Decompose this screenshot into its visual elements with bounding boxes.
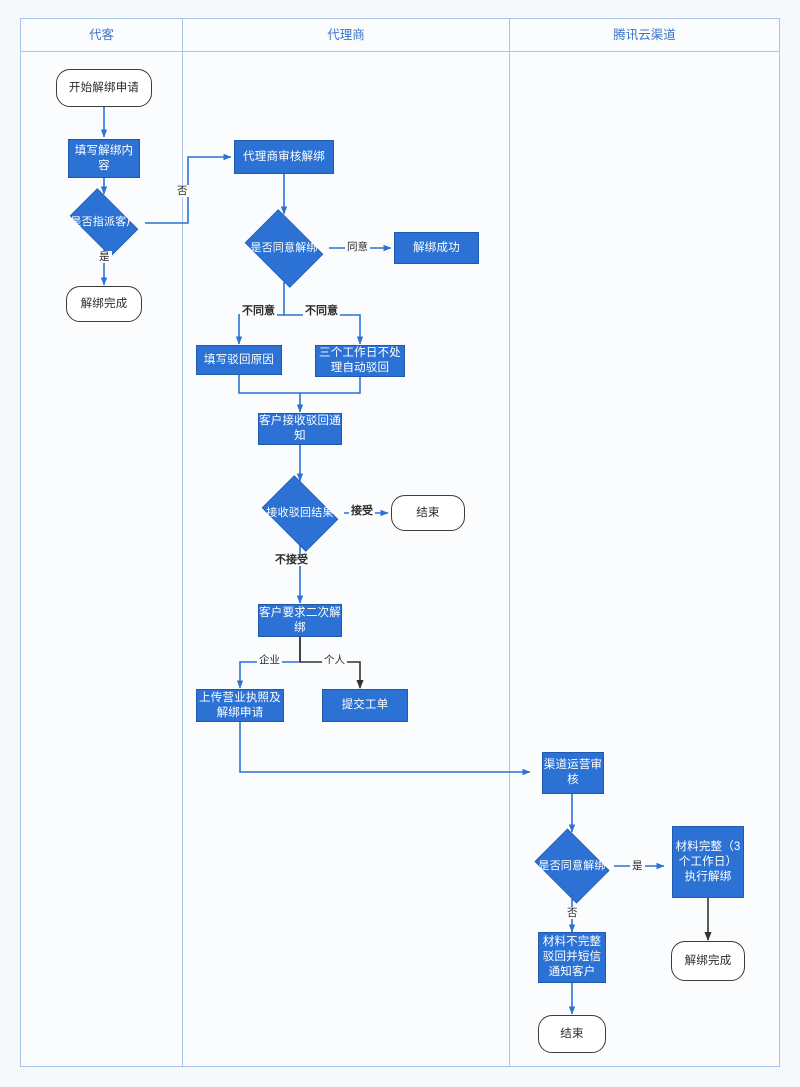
node-agree-unbind-label: 是否同意解绑: [250, 242, 318, 254]
node-start-apply-label: 开始解绑申请: [68, 81, 140, 94]
node-end-tencent-label: 结束: [560, 1027, 584, 1040]
node-unbind-done-right-label: 解绑完成: [684, 954, 732, 967]
node-accept-result-label: 接收驳回结果: [266, 507, 334, 519]
node-channel-review[interactable]: 渠道运营审核: [542, 752, 604, 794]
node-fill-reason[interactable]: 填写驳回原因: [196, 345, 282, 375]
edge-label-yes-material-text: 是: [632, 860, 643, 872]
edge-label-agree: 同意: [345, 241, 370, 253]
edge-label-no-assign: 否: [175, 185, 190, 197]
node-start-apply[interactable]: 开始解绑申请: [56, 69, 152, 107]
node-end-tencent[interactable]: 结束: [538, 1015, 606, 1053]
edge-label-disagree-2-text: 不同意: [305, 305, 338, 317]
node-accept-result[interactable]: 接收驳回结果: [256, 475, 344, 552]
lane-divider-2: [509, 19, 510, 1066]
node-unbind-success[interactable]: 解绑成功: [394, 232, 479, 264]
node-fill-content-label: 填写解绑内容: [74, 144, 134, 172]
node-unbind-success-label: 解绑成功: [413, 241, 460, 254]
edge-label-individual-text: 个人: [324, 654, 345, 666]
edge-label-disagree-1: 不同意: [240, 305, 277, 317]
node-is-assigned[interactable]: 是否指派客户: [63, 188, 145, 257]
node-is-assigned-label: 是否指派客户: [70, 216, 138, 228]
node-unbind-done-right[interactable]: 解绑完成: [671, 941, 745, 981]
node-upload-license[interactable]: 上传营业执照及解绑申请: [196, 689, 284, 722]
node-fill-reason-label: 填写驳回原因: [203, 353, 275, 366]
node-second-request[interactable]: 客户要求二次解绑: [258, 604, 342, 637]
node-fill-content[interactable]: 填写解绑内容: [68, 139, 140, 178]
lane-header-tencent: 腾讯云渠道: [509, 19, 779, 52]
edge-label-disagree-1-text: 不同意: [242, 305, 275, 317]
node-auto-reject[interactable]: 三个工作日不处理自动驳回: [315, 345, 405, 377]
edge-label-enterprise-text: 企业: [259, 654, 280, 666]
lane-header-customer-label: 代客: [88, 28, 114, 42]
lane-header-customer: 代客: [21, 19, 182, 52]
edge-label-disagree-2: 不同意: [303, 305, 340, 317]
edge-label-individual: 个人: [322, 654, 347, 666]
node-auto-reject-label: 三个工作日不处理自动驳回: [319, 347, 401, 374]
node-agree-unbind2-label: 是否同意解绑: [538, 859, 606, 872]
node-agree-unbind[interactable]: 是否同意解绑: [239, 209, 329, 288]
lane-header-agent: 代理商: [182, 19, 509, 52]
edge-label-yes-material: 是: [630, 860, 645, 872]
node-customer-notice[interactable]: 客户接收驳回通知: [258, 413, 342, 445]
node-material-complete[interactable]: 材料完整（3个工作日）执行解绑: [672, 826, 744, 898]
lane-divider-1: [182, 19, 183, 1066]
edge-label-no-assign-text: 否: [177, 185, 188, 197]
node-material-missing[interactable]: 材料不完整驳回并短信通知客户: [538, 932, 606, 983]
node-unbind-done-left[interactable]: 解绑完成: [66, 286, 142, 322]
node-channel-review-label: 渠道运营审核: [543, 759, 603, 786]
edge-label-not-accept-text: 不接受: [275, 554, 308, 566]
node-submit-ticket-label: 提交工单: [341, 699, 389, 711]
node-unbind-done-left-label: 解绑完成: [80, 297, 128, 310]
edge-label-not-accept: 不接受: [273, 554, 310, 566]
node-customer-notice-label: 客户接收驳回通知: [259, 415, 341, 442]
node-agent-review-label: 代理商审核解绑: [243, 150, 325, 163]
node-material-complete-label: 材料完整（3个工作日）执行解绑: [675, 840, 741, 883]
node-submit-ticket[interactable]: 提交工单: [322, 689, 408, 722]
node-agent-review[interactable]: 代理商审核解绑: [234, 140, 334, 174]
edge-label-yes-assign: 是: [97, 251, 112, 263]
edge-label-accept: 接受: [349, 505, 375, 517]
edge-label-yes-assign-text: 是: [99, 251, 110, 263]
edge-label-no-material: 否: [565, 907, 580, 919]
lane-header-agent-label: 代理商: [327, 28, 365, 42]
lane-header-tencent-label: 腾讯云渠道: [613, 28, 676, 42]
edge-label-enterprise: 企业: [257, 654, 282, 666]
node-material-missing-label: 材料不完整驳回并短信通知客户: [542, 936, 602, 978]
node-upload-license-label: 上传营业执照及解绑申请: [199, 691, 281, 719]
node-agree-unbind2[interactable]: 是否同意解绑: [530, 828, 614, 904]
node-end-agent[interactable]: 结束: [391, 495, 465, 531]
edge-label-accept-text: 接受: [351, 505, 373, 517]
node-second-request-label: 客户要求二次解绑: [259, 606, 341, 634]
edge-label-no-material-text: 否: [567, 907, 578, 919]
edge-label-agree-text: 同意: [347, 241, 368, 253]
node-end-agent-label: 结束: [416, 506, 440, 519]
